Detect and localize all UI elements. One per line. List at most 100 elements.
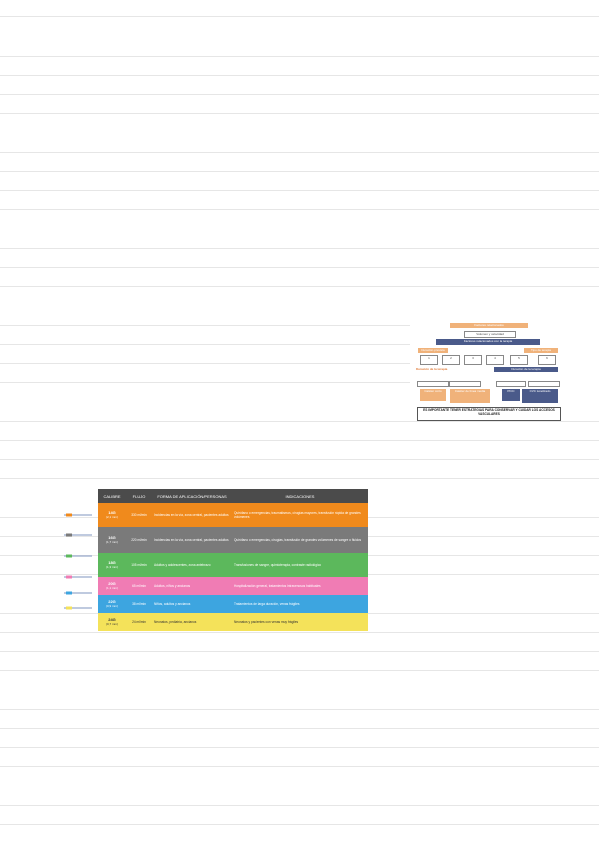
cell-indicaciones: Tratamientos de larga duración, venas fr… xyxy=(232,595,368,613)
rule-line xyxy=(0,16,599,17)
calibre-value: 22G xyxy=(108,599,116,604)
table-row: 24G(0,7 mm) 24 ml/min Neonatos, pediatrí… xyxy=(98,613,368,631)
calibre-mm: (2,1 mm) xyxy=(106,515,118,519)
flow-icon-1: 1 xyxy=(420,355,438,365)
rule-line xyxy=(0,152,599,153)
rule-line xyxy=(0,56,599,57)
catheter-icon xyxy=(64,591,92,595)
rule-line xyxy=(0,267,599,268)
rule-line xyxy=(0,670,599,671)
flow-option-cvc: CVC tunelizado xyxy=(522,389,558,403)
flow-option-midline: Catéter de línea media xyxy=(450,389,490,403)
rule-line xyxy=(0,382,410,383)
calibre-mm: (0,9 mm) xyxy=(106,604,118,608)
rule-line xyxy=(0,440,599,441)
col-header-indicaciones: INDICACIONES xyxy=(232,489,368,503)
rule-line xyxy=(0,478,599,479)
cell-flujo: 220 ml/min xyxy=(126,527,152,553)
flow-left-label: Duración prevista xyxy=(418,348,448,353)
table-row: 18G(1,3 mm) 105 ml/min Adultos y adolesc… xyxy=(98,553,368,577)
cell-forma: Adultos, niños y ancianos xyxy=(152,577,232,595)
table-row: 22G(0,9 mm) 38 ml/min Niños, adultos y a… xyxy=(98,595,368,613)
flow-icon-2: 2 xyxy=(442,355,460,365)
flow-icon-3: 3 xyxy=(464,355,482,365)
col-header-forma: FORMA DE APLICACIÓN/PERSONAS xyxy=(152,489,232,503)
rule-line xyxy=(0,113,599,114)
cell-forma: Adultos y adolescentes, zona antebrazo xyxy=(152,553,232,577)
cell-flujo: 330 ml/min xyxy=(126,503,152,527)
cell-forma: Incidencias en la vía, zona central, pac… xyxy=(152,503,232,527)
rule-line xyxy=(0,651,599,652)
cell-flujo: 65 ml/min xyxy=(126,577,152,595)
table-header-row: CALIBRE FLUJO FORMA DE APLICACIÓN/PERSON… xyxy=(98,489,368,503)
rule-line xyxy=(0,344,410,345)
catheter-icon xyxy=(64,606,92,610)
rule-line xyxy=(0,171,599,172)
venous-access-flowchart: Factores relacionados Volumen y velocida… xyxy=(414,321,562,425)
cell-calibre: 14G(2,1 mm) xyxy=(98,503,126,527)
rule-line xyxy=(0,190,599,191)
flow-right-label: Tipo de terapia xyxy=(524,348,558,353)
flow-long-duration: Duración de la terapia xyxy=(494,367,558,372)
rule-line xyxy=(0,747,599,748)
cell-flujo: 24 ml/min xyxy=(126,613,152,631)
calibre-mm: (1,1 mm) xyxy=(106,586,118,590)
calibre-value: 20G xyxy=(108,581,116,586)
cell-calibre: 24G(0,7 mm) xyxy=(98,613,126,631)
rule-line xyxy=(0,325,410,326)
rule-line xyxy=(0,363,410,364)
calibre-value: 18G xyxy=(108,560,116,565)
rule-line xyxy=(0,248,599,249)
cell-forma: Incidencias en la vía, zona central, pac… xyxy=(152,527,232,553)
flow-icon-4: 4 xyxy=(486,355,504,365)
rule-line xyxy=(0,766,599,767)
catheter-icon xyxy=(64,554,92,558)
cell-calibre: 22G(0,9 mm) xyxy=(98,595,126,613)
cell-forma: Neonatos, pediatría, ancianos xyxy=(152,613,232,631)
flow-small-box xyxy=(449,381,481,387)
catheter-gauge-table: CALIBRE FLUJO FORMA DE APLICACIÓN/PERSON… xyxy=(98,489,368,631)
calibre-mm: (0,7 mm) xyxy=(106,622,118,626)
rule-line xyxy=(0,75,599,76)
table-row: 14G(2,1 mm) 330 ml/min Incidencias en la… xyxy=(98,503,368,527)
flow-top-box: Factores relacionados xyxy=(450,323,528,328)
rule-line xyxy=(0,459,599,460)
catheter-icon xyxy=(64,533,92,537)
table-row: 20G(1,1 mm) 65 ml/min Adultos, niños y a… xyxy=(98,577,368,595)
flow-option-short: Catéter corto xyxy=(420,389,446,401)
flow-small-box xyxy=(417,381,449,387)
cell-indicaciones: Quirófano o emergencias, cirugías, trans… xyxy=(232,527,368,553)
col-header-flujo: FLUJO xyxy=(126,489,152,503)
cell-flujo: 105 ml/min xyxy=(126,553,152,577)
cell-flujo: 38 ml/min xyxy=(126,595,152,613)
calibre-mm: (1,7 mm) xyxy=(106,540,118,544)
cell-indicaciones: Hospitalización general, tratamientos in… xyxy=(232,577,368,595)
col-header-calibre: CALIBRE xyxy=(98,489,126,503)
flow-icon-6: 6 xyxy=(538,355,556,365)
cell-indicaciones: Quirófano o emergencias, traumatismos, c… xyxy=(232,503,368,527)
cell-calibre: 16G(1,7 mm) xyxy=(98,527,126,553)
rule-line xyxy=(0,709,599,710)
calibre-value: 14G xyxy=(108,510,116,515)
flow-small-box xyxy=(528,381,560,387)
flow-icon-5: 5 xyxy=(510,355,528,365)
cell-calibre: 18G(1,3 mm) xyxy=(98,553,126,577)
flow-volume-box: Volumen y velocidad xyxy=(464,331,516,338)
rule-line xyxy=(0,94,599,95)
flow-small-box xyxy=(496,381,526,387)
calibre-value: 16G xyxy=(108,535,116,540)
rule-line xyxy=(0,421,599,422)
cell-indicaciones: Transfusiones de sangre, quimioterapia, … xyxy=(232,553,368,577)
rule-line xyxy=(0,209,599,210)
flow-short-duration: Duración de la terapia xyxy=(416,367,448,371)
cell-forma: Niños, adultos y ancianos xyxy=(152,595,232,613)
rule-line xyxy=(0,805,599,806)
flow-option-picc: PICC xyxy=(502,389,520,401)
cell-calibre: 20G(1,1 mm) xyxy=(98,577,126,595)
flow-note: ES IMPORTANTE TENER ESTRATEGIAS PARA CON… xyxy=(417,407,561,421)
cell-indicaciones: Neonatos y pacientes con venas muy frági… xyxy=(232,613,368,631)
calibre-value: 24G xyxy=(108,617,116,622)
catheter-icon xyxy=(64,575,92,579)
rule-line xyxy=(0,632,599,633)
table-row: 16G(1,7 mm) 220 ml/min Incidencias en la… xyxy=(98,527,368,553)
